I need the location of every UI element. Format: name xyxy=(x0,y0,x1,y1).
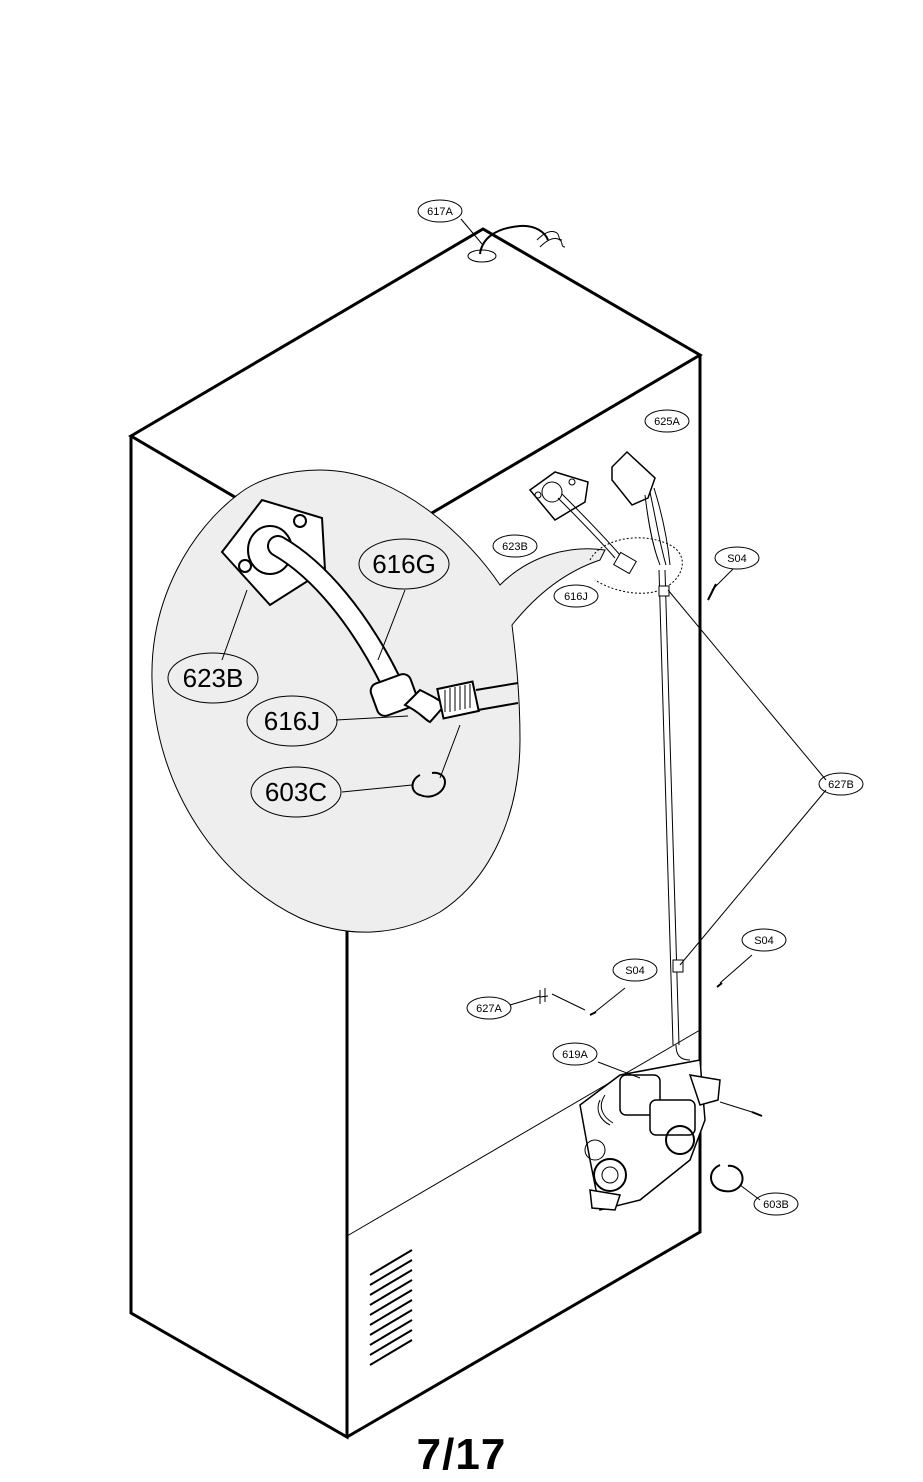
svg-text:617A: 617A xyxy=(427,206,453,218)
water-valve-assembly xyxy=(579,1059,761,1211)
callout-616G-large: 616G xyxy=(358,538,450,590)
detail-magnifier-bubble xyxy=(151,469,606,933)
hardware-screws xyxy=(509,568,827,1117)
callout-S04-top: S04 xyxy=(714,546,760,570)
svg-text:619A: 619A xyxy=(562,1049,588,1061)
callout-627A: 627A xyxy=(466,996,512,1020)
svg-text:616J: 616J xyxy=(564,591,588,603)
water-line-assembly xyxy=(528,450,691,1061)
svg-text:623B: 623B xyxy=(502,541,528,553)
svg-text:616G: 616G xyxy=(372,549,436,579)
svg-text:627B: 627B xyxy=(828,779,854,791)
svg-text:603B: 603B xyxy=(763,1199,789,1211)
svg-text:625A: 625A xyxy=(654,416,680,428)
svg-text:627A: 627A xyxy=(476,1003,502,1015)
svg-text:603C: 603C xyxy=(265,777,327,807)
callout-603B: 603B xyxy=(753,1192,799,1216)
callout-625A: 625A xyxy=(644,409,690,433)
top-grommet-wire xyxy=(460,218,566,263)
callout-623B-large: 623B xyxy=(167,652,259,704)
callout-627B: 627B xyxy=(818,772,864,796)
svg-text:623B: 623B xyxy=(183,663,244,693)
page-number: 7/17 xyxy=(416,1430,507,1479)
callout-616J-large: 616J xyxy=(246,695,338,747)
small-callouts: 617A 625A 623B 616J S04 627B S04 S04 xyxy=(417,199,864,1216)
svg-text:616J: 616J xyxy=(264,706,320,736)
vent-grille xyxy=(369,1249,413,1366)
svg-text:S04: S04 xyxy=(727,553,747,565)
callout-623B-small: 623B xyxy=(492,534,538,558)
callout-603C-large: 603C xyxy=(250,766,342,818)
callout-617A: 617A xyxy=(417,199,463,223)
callout-616J-small: 616J xyxy=(553,584,599,608)
svg-text:S04: S04 xyxy=(754,935,774,947)
callout-S04-mid: S04 xyxy=(741,928,787,952)
svg-text:S04: S04 xyxy=(625,965,645,977)
callout-619A: 619A xyxy=(552,1042,598,1066)
callout-S04-low: S04 xyxy=(612,958,658,982)
large-callouts: 616G 623B 616J 603C xyxy=(167,538,450,818)
